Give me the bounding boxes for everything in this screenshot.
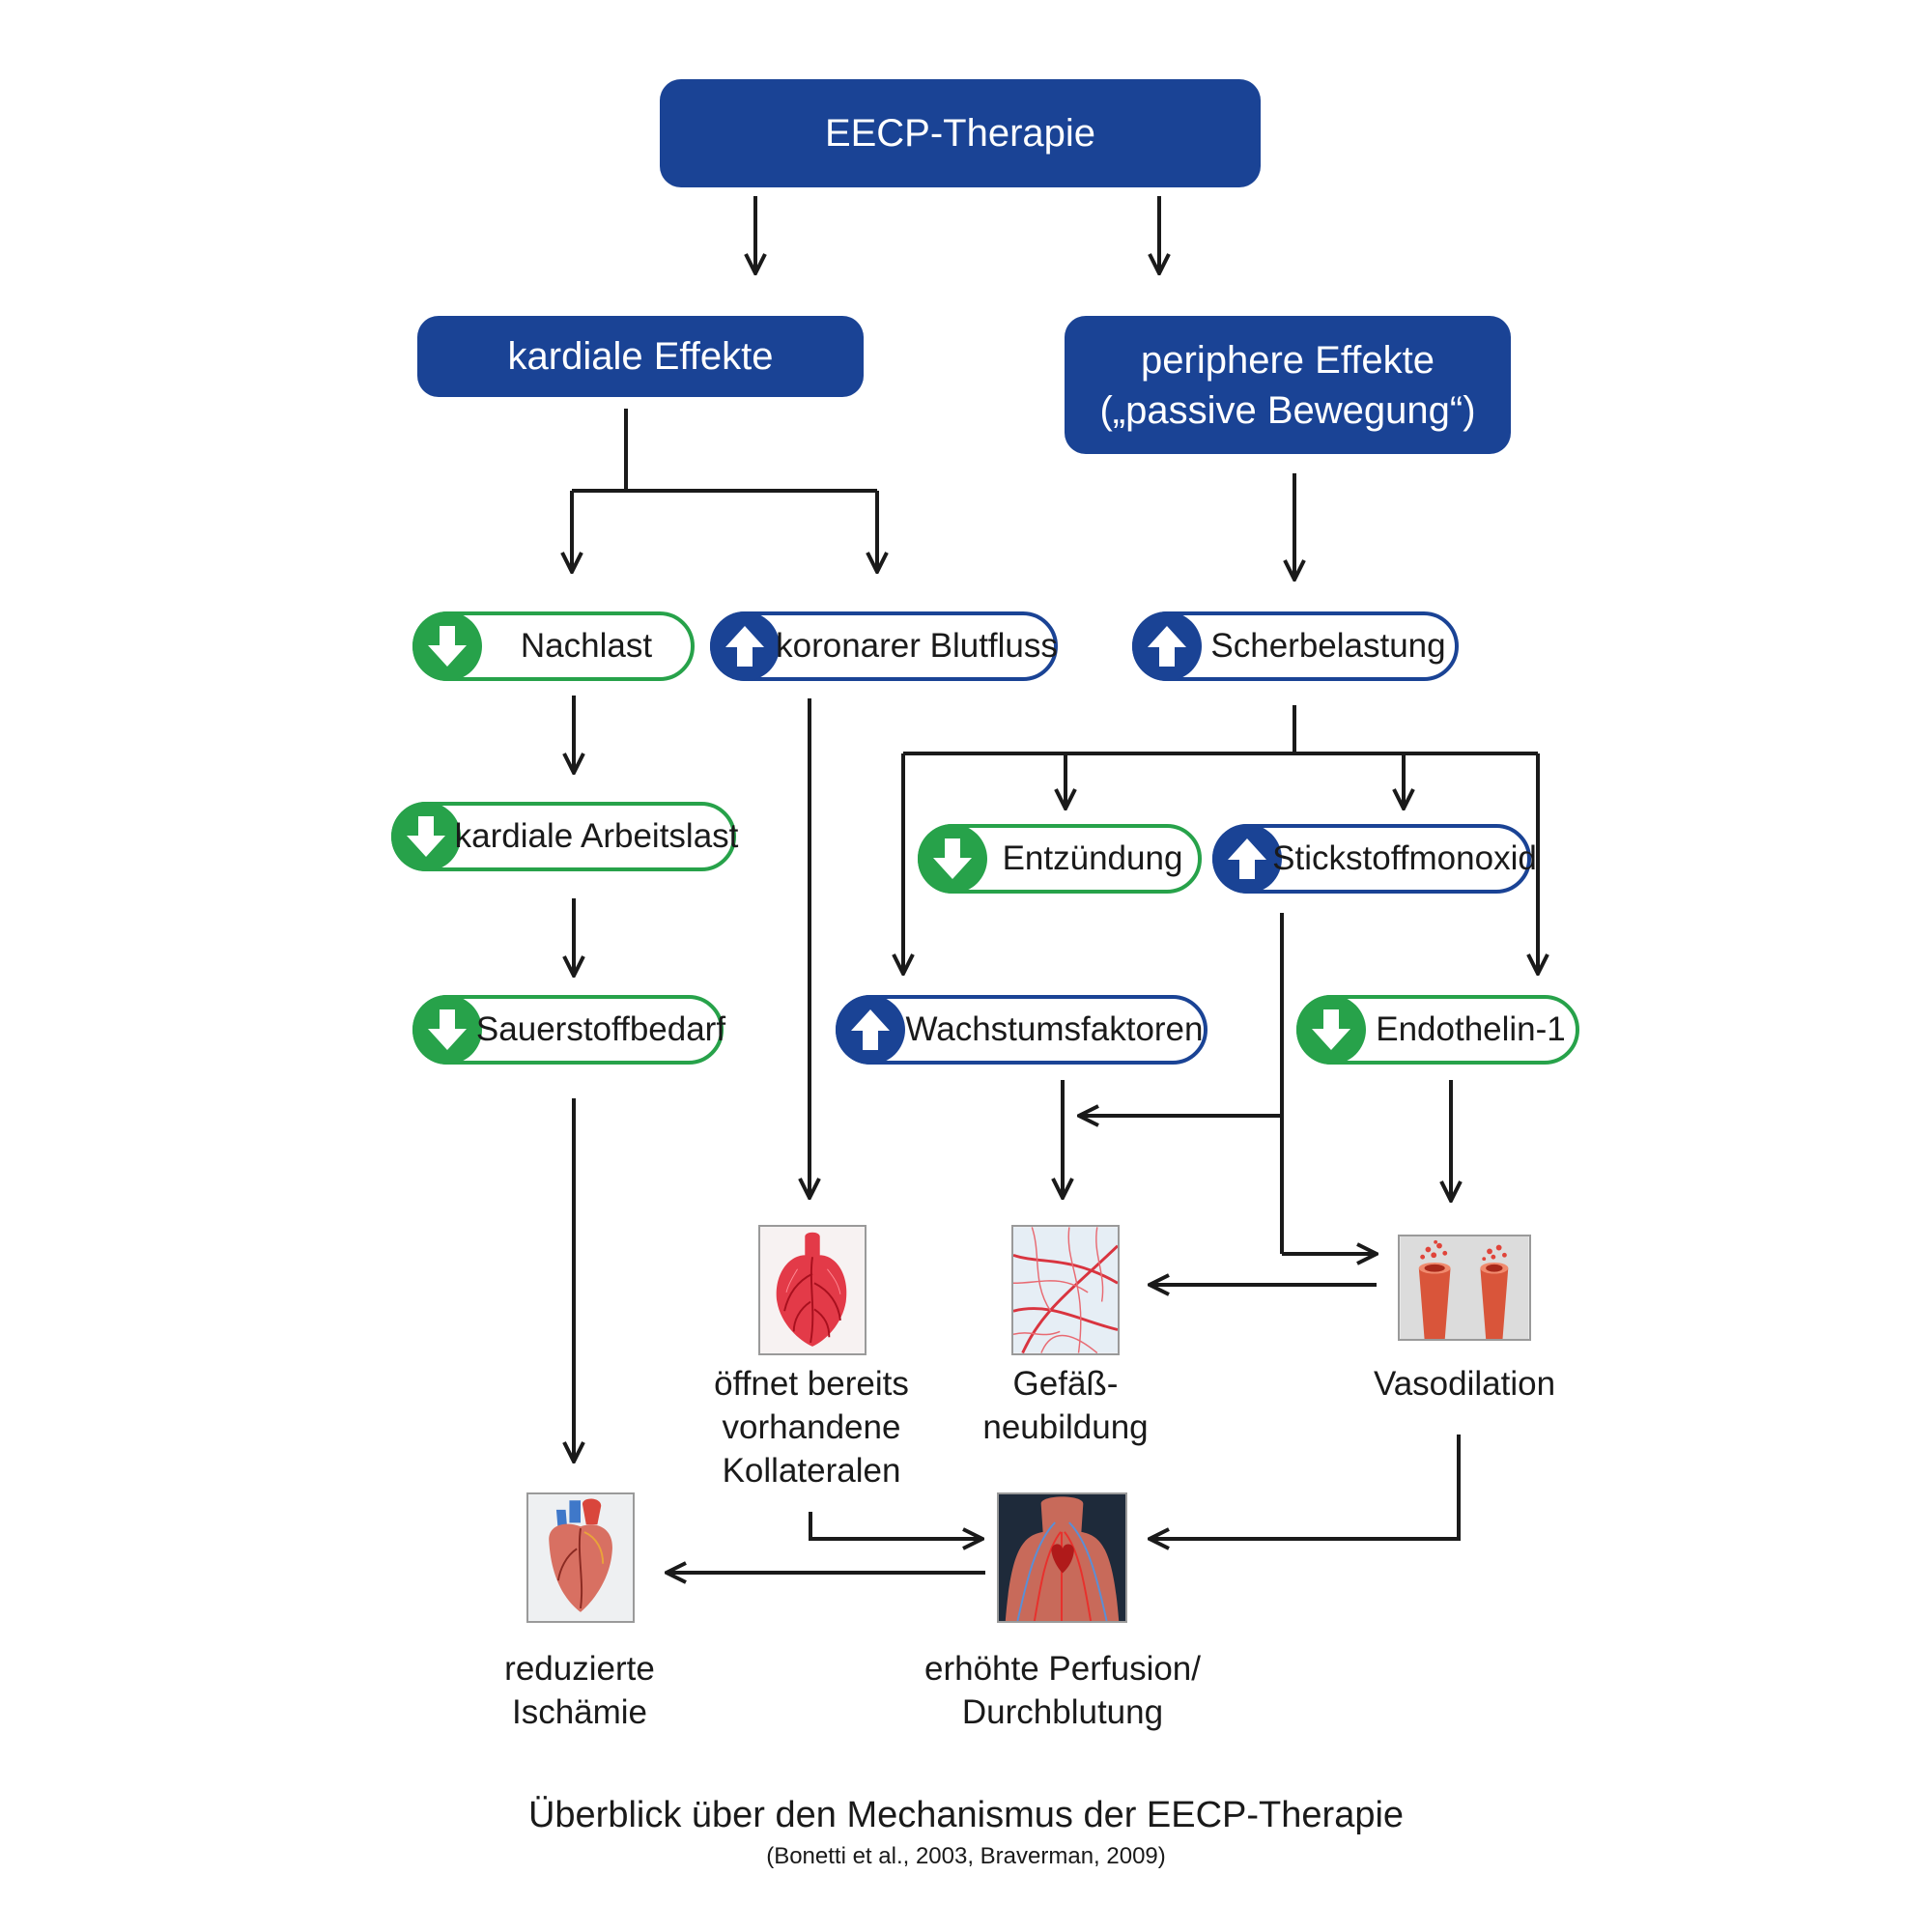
pill-kardiale-arbeitslast-label: kardiale Arbeitslast xyxy=(454,817,739,855)
arrow-down-icon xyxy=(391,802,461,871)
diagram-title: Überblick über den Mechanismus der EECP-… xyxy=(527,1795,1405,1835)
pill-entzuendung: Entzündung xyxy=(918,824,1202,894)
pill-entzuendung-label: Entzündung xyxy=(1002,839,1183,877)
caption-vasodilation: Vasodilation xyxy=(1373,1365,1556,1403)
pill-koronarer-blutfluss-label: koronarer Blutfluss xyxy=(776,627,1058,665)
arrow-vaso-perfusion xyxy=(1150,1435,1461,1539)
arrow-down-icon xyxy=(412,611,482,681)
pill-koronarer-blutfluss: koronarer Blutfluss xyxy=(710,611,1058,681)
peripheral-effects-label: periphere Effekte („passive Bewegung“) xyxy=(1099,338,1476,432)
pill-stickstoffmonoxid: Stickstoffmonoxid xyxy=(1212,824,1537,894)
caption-ischaemie: reduzierte Ischämie xyxy=(504,1650,655,1731)
arrow-up-icon xyxy=(836,995,905,1065)
arrow-down-icon xyxy=(1296,995,1366,1065)
pill-stickstoffmonoxid-label: Stickstoffmonoxid xyxy=(1272,839,1537,877)
pill-nachlast: Nachlast xyxy=(412,611,695,681)
arrow-up-icon xyxy=(1212,824,1282,894)
pill-sauerstoffbedarf-label: Sauerstoffbedarf xyxy=(475,1010,726,1048)
arrow-down-icon xyxy=(918,824,987,894)
new-vessels-image xyxy=(1011,1225,1120,1355)
pill-wachstumsfaktoren-label: Wachstumsfaktoren xyxy=(905,1010,1204,1048)
arrow-up-icon xyxy=(710,611,780,681)
pill-kardiale-arbeitslast: kardiale Arbeitslast xyxy=(391,802,739,871)
pill-scherbelastung-label: Scherbelastung xyxy=(1210,627,1446,665)
cardiac-effects-box: kardiale Effekte xyxy=(417,316,864,397)
caption-kollateralen: öffnet bereits vorhandene Kollateralen xyxy=(714,1365,909,1490)
cardiac-effects-label: kardiale Effekte xyxy=(507,335,774,378)
pill-sauerstoffbedarf: Sauerstoffbedarf xyxy=(412,995,726,1065)
caption-gefaessneubildung: Gefäß- neubildung xyxy=(982,1365,1149,1446)
caption-perfusion: erhöhte Perfusion/ Durchblutung xyxy=(923,1650,1201,1731)
pill-wachstumsfaktoren: Wachstumsfaktoren xyxy=(836,995,1208,1065)
diagram-citation: (Bonetti et al., 2003, Braverman, 2009) xyxy=(766,1843,1166,1869)
arrow-down-icon xyxy=(412,995,482,1065)
pill-endothelin-1-label: Endothelin-1 xyxy=(1376,1010,1566,1048)
eecp-therapy-label: EECP-Therapie xyxy=(824,112,1096,155)
heart-collaterals-image xyxy=(758,1225,867,1355)
vasodilation-image xyxy=(1398,1235,1531,1341)
pill-nachlast-label: Nachlast xyxy=(520,627,653,665)
arrow-up-icon xyxy=(1132,611,1202,681)
arrow-kollateralen-perfusion xyxy=(809,1512,982,1539)
peripheral-effects-box: periphere Effekte („passive Bewegung“) xyxy=(1065,316,1511,454)
circulatory-system-image xyxy=(997,1492,1127,1623)
pill-scherbelastung: Scherbelastung xyxy=(1132,611,1459,681)
heart-image xyxy=(526,1492,635,1623)
pill-endothelin-1: Endothelin-1 xyxy=(1296,995,1579,1065)
eecp-therapy-box: EECP-Therapie xyxy=(660,79,1261,187)
